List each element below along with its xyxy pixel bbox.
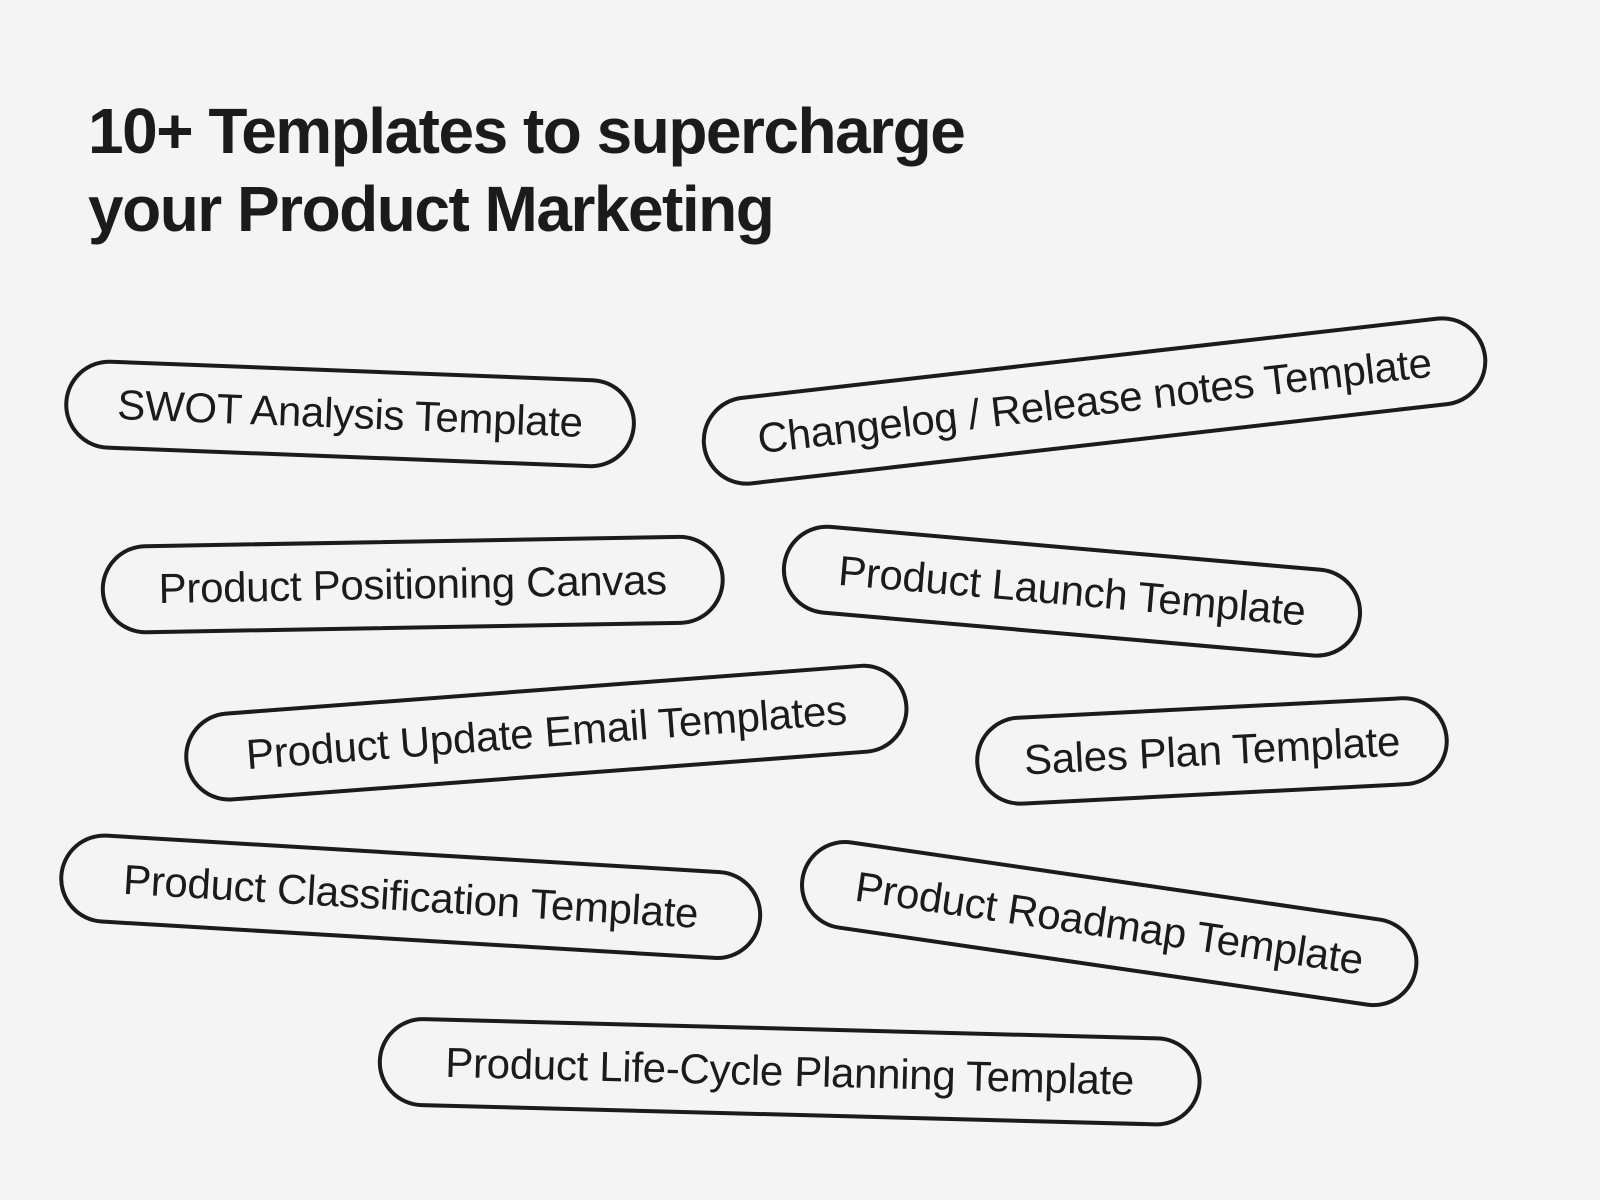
template-pill-product-positioning-canvas[interactable]: Product Positioning Canvas (100, 534, 726, 635)
template-pill-product-update-email[interactable]: Product Update Email Templates (181, 660, 912, 805)
page-title-line-2: your Product Marketing (88, 173, 775, 245)
template-pill-product-launch[interactable]: Product Launch Template (778, 521, 1366, 662)
page-title-line-1: 10+ Templates to supercharge (88, 95, 966, 167)
template-pill-product-roadmap[interactable]: Product Roadmap Template (794, 834, 1425, 1014)
template-pill-label: SWOT Analysis Template (116, 381, 584, 446)
template-pill-changelog-release-notes[interactable]: Changelog / Release notes Template (697, 311, 1493, 491)
template-pill-product-classification[interactable]: Product Classification Template (56, 831, 765, 963)
template-pill-label: Changelog / Release notes Template (755, 338, 1434, 463)
template-pill-label: Product Positioning Canvas (158, 556, 668, 612)
page-title: 10+ Templates to supercharge your Produc… (88, 92, 1088, 248)
template-pill-label: Product Update Email Templates (244, 686, 849, 779)
template-pill-product-life-cycle-planning[interactable]: Product Life-Cycle Planning Template (376, 1016, 1203, 1128)
template-pill-label: Product Classification Template (121, 855, 700, 937)
template-pill-label: Product Launch Template (836, 546, 1308, 635)
template-pill-label: Product Roadmap Template (852, 862, 1367, 984)
template-pill-swot-analysis[interactable]: SWOT Analysis Template (62, 358, 638, 470)
template-pill-label: Product Life-Cycle Planning Template (444, 1038, 1135, 1104)
template-pill-sales-plan[interactable]: Sales Plan Template (973, 694, 1451, 808)
template-pill-label: Sales Plan Template (1022, 717, 1402, 784)
